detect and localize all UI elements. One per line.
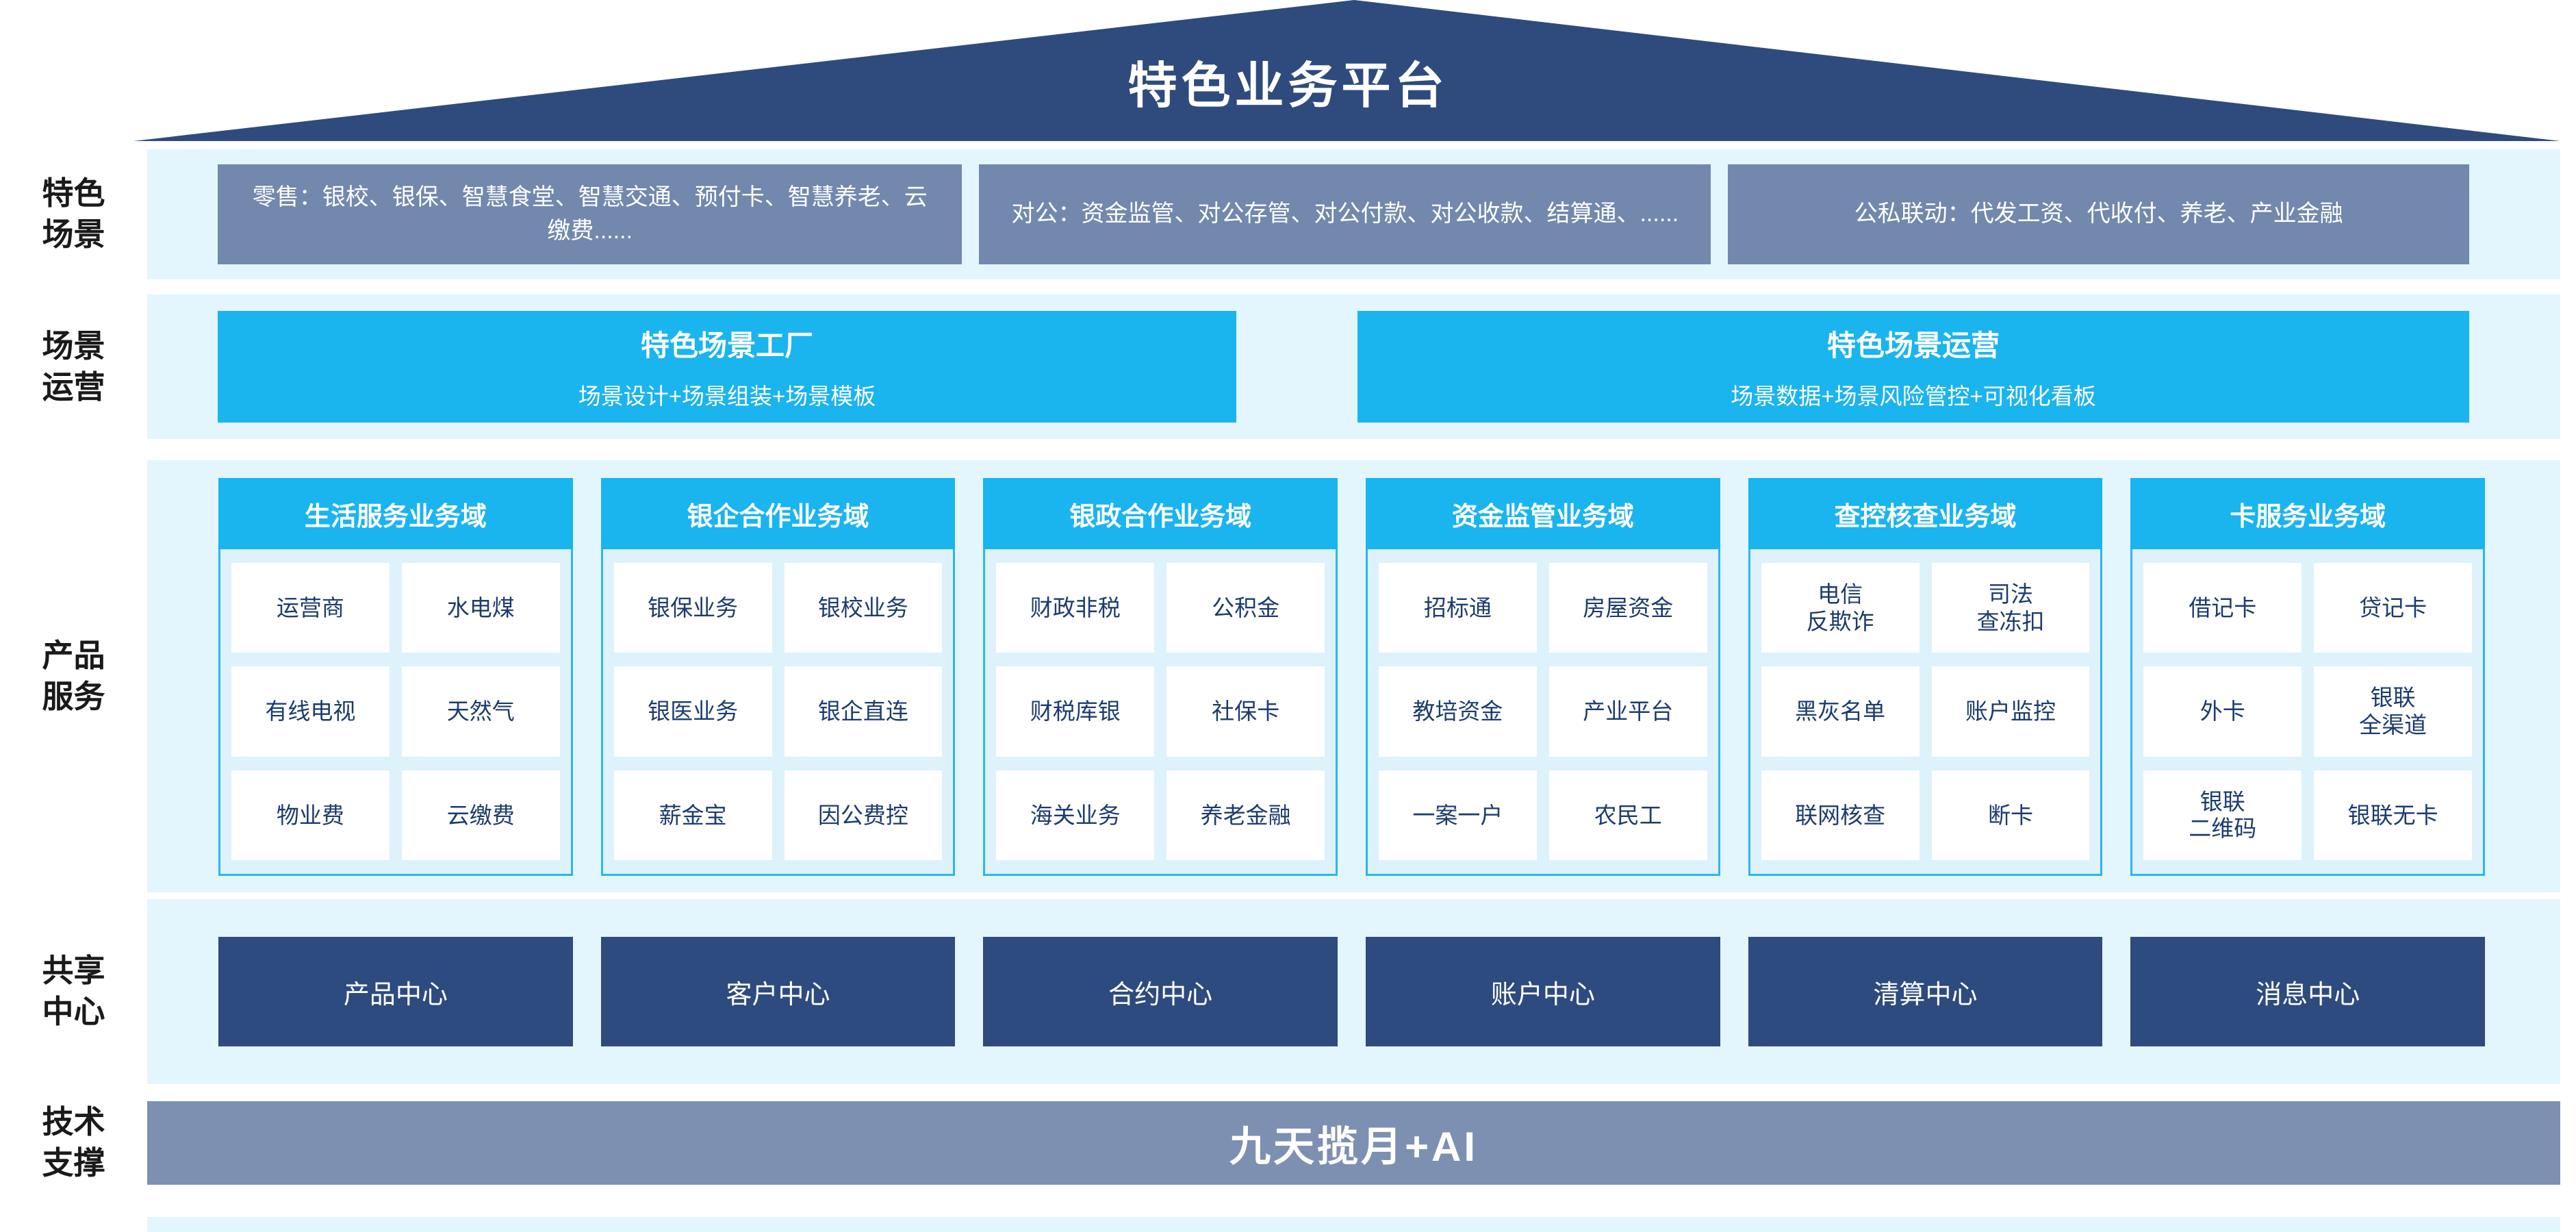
product-cell: 黑灰名单: [1761, 666, 1920, 757]
scene-factory-box: 特色场景工厂 场景设计+场景组装+场景模板: [218, 311, 1236, 423]
product-column-body: 电信 反欺诈 司法 查冻扣 黑灰名单 账户监控 联网核查 断卡: [1748, 549, 2103, 876]
product-cell: 司法 查冻扣: [1931, 563, 2090, 653]
center-box-customer: 客户中心: [600, 937, 956, 1046]
product-cell: 农民工: [1548, 770, 1707, 860]
product-cell: 财税库银: [996, 666, 1155, 757]
product-column-inquiry-verification: 查控核查业务域 电信 反欺诈 司法 查冻扣 黑灰名单 账户监控 联网核查 断卡: [1748, 478, 2103, 876]
product-column-life-services: 生活服务业务域 运营商 水电煤 有线电视 天然气 物业费 云缴费: [218, 478, 573, 876]
product-cell: 账户监控: [1931, 666, 2090, 757]
product-cell: 养老金融: [1166, 770, 1325, 860]
product-column-body: 运营商 水电煤 有线电视 天然气 物业费 云缴费: [218, 549, 573, 876]
product-cell: 银联无卡: [2314, 770, 2473, 860]
product-column-body: 财政非税 公积金 财税库银 社保卡 海关业务 养老金融: [983, 549, 1338, 876]
product-column-title: 卡服务业务域: [2130, 478, 2486, 549]
row-scene-operations: 场景 运营 特色场景工厂 场景设计+场景组装+场景模板 特色场景运营 场景数据+…: [0, 294, 2576, 439]
product-cell: 银校业务: [784, 563, 943, 653]
scene-operations-band: 特色场景工厂 场景设计+场景组装+场景模板 特色场景运营 场景数据+场景风险管控…: [147, 294, 2560, 439]
scene-box-public-private-linkage: 公私联动：代发工资、代收付、养老、产业金融: [1728, 164, 2469, 264]
product-cell: 电信 反欺诈: [1761, 563, 1920, 653]
scene-operation-subtitle: 场景数据+场景风险管控+可视化看板: [1731, 384, 2096, 409]
scene-factory-subtitle: 场景设计+场景组装+场景模板: [578, 384, 876, 409]
product-column-title: 生活服务业务域: [218, 478, 573, 549]
product-cell: 财政非税: [996, 563, 1155, 653]
product-cell: 一案一户: [1379, 770, 1537, 860]
scene-operation-box: 特色场景运营 场景数据+场景风险管控+可视化看板: [1357, 311, 2469, 423]
product-cell: 银联 二维码: [2143, 770, 2302, 860]
product-column-title: 查控核查业务域: [1748, 478, 2103, 549]
center-box-contract: 合约中心: [983, 937, 1338, 1046]
scene-operation-title: 特色场景运营: [1826, 329, 2000, 362]
featured-scenes-band: 零售：银校、银保、智慧食堂、智慧交通、预付卡、智慧养老、云缴费...... 对公…: [147, 149, 2560, 279]
product-column-body: 借记卡 贷记卡 外卡 银联 全渠道 银联 二维码 银联无卡: [2130, 549, 2486, 876]
product-cell: 运营商: [231, 563, 390, 653]
product-column-bank-government: 银政合作业务域 财政非税 公积金 财税库银 社保卡 海关业务 养老金融: [983, 478, 1338, 876]
product-column-body: 招标通 房屋资金 教培资金 产业平台 一案一户 农民工: [1366, 549, 1720, 876]
row-label-featured-scenes: 特色 场景: [42, 175, 105, 252]
scene-factory-title: 特色场景工厂: [640, 329, 813, 362]
product-cell: 外卡: [2143, 666, 2302, 757]
product-cell: 薪金宝: [613, 770, 772, 860]
product-cell: 银保业务: [613, 563, 772, 653]
row-label-scene-operations: 场景 运营: [42, 327, 105, 405]
row-product-services: 产品 服务 生活服务业务域 运营商 水电煤 有线电视 天然气 物业费 云缴费 银…: [0, 460, 2576, 892]
page-title: 特色业务平台: [1127, 59, 1449, 114]
footer-strip: [147, 1217, 2560, 1232]
product-services-band: 生活服务业务域 运营商 水电煤 有线电视 天然气 物业费 云缴费 银企合作业务域…: [147, 460, 2560, 892]
product-column-title: 银企合作业务域: [600, 478, 956, 549]
product-column-fund-supervision: 资金监管业务域 招标通 房屋资金 教培资金 产业平台 一案一户 农民工: [1366, 478, 1720, 876]
product-cell: 招标通: [1379, 563, 1537, 653]
scene-box-corporate: 对公：资金监管、对公存管、对公付款、对公收款、结算通、......: [979, 164, 1711, 264]
product-column-title: 银政合作业务域: [983, 478, 1338, 549]
product-cell: 云缴费: [401, 770, 560, 860]
product-column-body: 银保业务 银校业务 银医业务 银企直连 薪金宝 因公费控: [600, 549, 956, 876]
product-column-bank-enterprise: 银企合作业务域 银保业务 银校业务 银医业务 银企直连 薪金宝 因公费控: [600, 478, 956, 876]
product-cell: 贷记卡: [2314, 563, 2473, 653]
product-cell: 社保卡: [1166, 666, 1325, 757]
product-cell: 银企直连: [784, 666, 943, 757]
product-column-card-services: 卡服务业务域 借记卡 贷记卡 外卡 银联 全渠道 银联 二维码 银联无卡: [2130, 478, 2486, 876]
product-cell: 公积金: [1166, 563, 1325, 653]
row-shared-centers: 共享 中心 产品中心 客户中心 合约中心 账户中心 清算中心 消息中心: [0, 899, 2576, 1084]
product-cell: 水电煤: [401, 563, 560, 653]
row-label-shared-centers: 共享 中心: [42, 953, 105, 1029]
product-cell: 产业平台: [1548, 666, 1707, 757]
product-column-title: 资金监管业务域: [1366, 478, 1720, 549]
row-tech-support: 技术 支撑 九天揽月+AI: [0, 1101, 2576, 1185]
product-cell: 教培资金: [1379, 666, 1537, 757]
center-box-account: 账户中心: [1366, 937, 1720, 1046]
shared-centers-band: 产品中心 客户中心 合约中心 账户中心 清算中心 消息中心: [147, 899, 2560, 1084]
product-cell: 借记卡: [2143, 563, 2302, 653]
center-box-clearing: 清算中心: [1748, 937, 2103, 1046]
tech-support-bar: 九天揽月+AI: [147, 1101, 2560, 1185]
product-cell: 海关业务: [996, 770, 1155, 860]
scene-box-retail: 零售：银校、银保、智慧食堂、智慧交通、预付卡、智慧养老、云缴费......: [218, 164, 962, 264]
product-cell: 房屋资金: [1548, 563, 1707, 653]
product-cell: 银医业务: [613, 666, 772, 757]
product-cell: 银联 全渠道: [2314, 666, 2473, 757]
product-cell: 物业费: [231, 770, 390, 860]
product-cell: 天然气: [401, 666, 560, 757]
center-box-product: 产品中心: [218, 937, 573, 1046]
product-cell: 联网核查: [1761, 770, 1920, 860]
row-label-tech-support: 技术 支撑: [42, 1104, 105, 1181]
center-box-message: 消息中心: [2130, 937, 2486, 1046]
product-cell: 有线电视: [231, 666, 390, 757]
product-cell: 因公费控: [784, 770, 943, 860]
product-cell: 断卡: [1931, 770, 2090, 860]
row-label-product-services: 产品 服务: [42, 637, 105, 714]
row-featured-scenes: 特色 场景 零售：银校、银保、智慧食堂、智慧交通、预付卡、智慧养老、云缴费...…: [0, 149, 2576, 279]
